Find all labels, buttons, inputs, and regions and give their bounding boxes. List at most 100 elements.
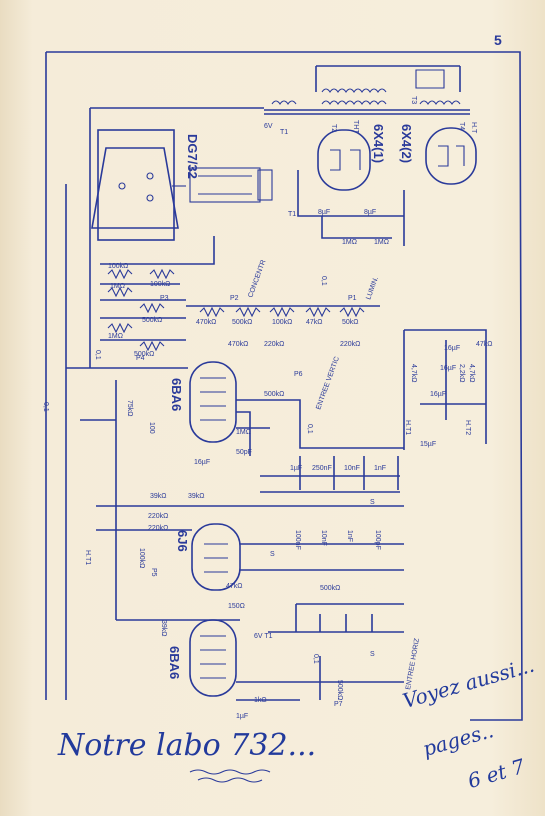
label-1m-d: 1MΩ bbox=[374, 239, 389, 246]
label-ht1: H.T1 bbox=[404, 420, 411, 435]
label-220k-d: 220kΩ bbox=[148, 525, 168, 532]
label-39k-a: 39kΩ bbox=[150, 493, 167, 500]
label-c01-c: 0,1 bbox=[42, 402, 49, 412]
rectifier-1-label: 6X4(1) bbox=[371, 124, 386, 163]
label-500k-a: 500kΩ bbox=[142, 317, 162, 324]
label-p1: P1 bbox=[348, 295, 357, 302]
label-100nf: 100nF bbox=[294, 530, 301, 550]
label-500k-d: 500kΩ bbox=[264, 391, 284, 398]
label-100k-b: 100kΩ bbox=[150, 281, 170, 288]
label-2k2: 2,2kΩ bbox=[458, 364, 465, 382]
bias-network bbox=[100, 236, 380, 341]
label-16uf-c: 16µF bbox=[440, 365, 456, 372]
label-50pf: 50pF bbox=[236, 449, 252, 456]
handwritten-caption: Notre labo 732... bbox=[58, 728, 317, 763]
label-t2: T2 bbox=[330, 124, 337, 132]
label-t1: T1 bbox=[280, 129, 288, 136]
label-entree-vertic: ENTREE VERTIC bbox=[315, 356, 341, 411]
label-1m-a: 1MΩ bbox=[110, 283, 125, 290]
resistor-chain-left bbox=[107, 268, 175, 352]
label-16uf: 16µF bbox=[194, 459, 210, 466]
label-16-d: 16µF bbox=[430, 391, 446, 398]
label-s-1: S bbox=[370, 499, 375, 506]
label-100k-d: 100kΩ bbox=[138, 548, 145, 568]
label-39k-b: 39kΩ bbox=[188, 493, 205, 500]
resistor-chain-center bbox=[199, 306, 365, 318]
horizontal-amp-tube bbox=[189, 619, 237, 697]
label-500k-e: 500kΩ bbox=[320, 585, 340, 592]
label-100k-c: 100kΩ bbox=[272, 319, 292, 326]
caption-underline bbox=[189, 769, 271, 775]
label-4k7-b: 4,7kΩ bbox=[468, 364, 475, 382]
label-47k-b: 47kΩ bbox=[226, 583, 243, 590]
label-c01-d: 0,1 bbox=[306, 424, 313, 434]
label-1uf-b: 1µF bbox=[236, 713, 248, 720]
label-10nf-a: 10nF bbox=[344, 465, 360, 472]
label-500k-c: 500kΩ bbox=[232, 319, 252, 326]
label-1m-b: 1MΩ bbox=[108, 333, 123, 340]
label-100: 100 bbox=[148, 422, 155, 434]
label-220k-a: 220kΩ bbox=[264, 341, 284, 348]
label-1m-e: 1MΩ bbox=[236, 429, 251, 436]
vertical-amp-label: 6BA6 bbox=[169, 378, 184, 411]
label-c01-b: 0,1 bbox=[94, 350, 101, 360]
page-number: 5 bbox=[494, 32, 502, 48]
label-8uf-b: 8µF bbox=[364, 209, 376, 216]
label-c01-a: 0,1 bbox=[320, 276, 327, 286]
horizontal-amp-wiring bbox=[236, 656, 404, 701]
label-220k-b: 220kΩ bbox=[340, 341, 360, 348]
label-p3: P3 bbox=[160, 295, 169, 302]
label-ht1-left: H.T1 bbox=[84, 550, 91, 565]
rectifier-2-label: 6X4(2) bbox=[399, 124, 414, 163]
left-rails bbox=[65, 184, 188, 700]
horizontal-amp-label: 6BA6 bbox=[167, 646, 182, 679]
label-150: 150Ω bbox=[228, 603, 245, 610]
label-c01-e: 0,1 bbox=[312, 654, 319, 664]
timebase-tube bbox=[191, 523, 241, 591]
timebase-wiring bbox=[96, 505, 404, 621]
label-16uf-b: 16µF bbox=[444, 345, 460, 352]
rectifier-tubes bbox=[317, 127, 477, 191]
label-6v-t1: 6V T1 bbox=[254, 633, 273, 640]
label-lumin: LUMIN. bbox=[365, 276, 380, 301]
label-p6: P6 bbox=[294, 371, 303, 378]
label-470k-a: 470kΩ bbox=[196, 319, 216, 326]
cap-switch-bank-1 bbox=[260, 456, 400, 493]
crt-label: DG7/32 bbox=[185, 134, 200, 179]
label-220k-c: 220kΩ bbox=[148, 513, 168, 520]
label-6v: 6V bbox=[264, 123, 273, 130]
label-1uf: 1µF bbox=[290, 465, 302, 472]
label-p7: P7 bbox=[334, 701, 343, 708]
label-p2: P2 bbox=[230, 295, 239, 302]
label-470k-b: 470kΩ bbox=[228, 341, 248, 348]
label-tht: THT bbox=[352, 120, 359, 134]
label-1k: 1kΩ bbox=[254, 697, 267, 704]
crt-tube bbox=[91, 129, 273, 241]
label-500k-b: 500kΩ bbox=[134, 351, 154, 358]
label-500k-f: 500kΩ bbox=[336, 680, 343, 700]
label-15uf: 15µF bbox=[420, 441, 436, 448]
label-47k-a: 47kΩ bbox=[306, 319, 323, 326]
cap-switch-bank-2 bbox=[268, 603, 404, 633]
vertical-amp-tube bbox=[189, 361, 237, 443]
label-100k-a: 100kΩ bbox=[108, 263, 128, 270]
label-50k: 50kΩ bbox=[342, 319, 359, 326]
vertical-amp-wiring bbox=[236, 399, 404, 456]
label-concentr: CONCENTR bbox=[247, 259, 267, 299]
label-ht2: H.T2 bbox=[464, 420, 471, 435]
label-1m-c: 1MΩ bbox=[342, 239, 357, 246]
ht-right-block bbox=[403, 329, 487, 450]
label-p4: P4 bbox=[136, 355, 145, 362]
label-s-3: S bbox=[370, 651, 375, 658]
label-t1-small: T1 bbox=[288, 211, 296, 218]
frame-border bbox=[46, 51, 523, 721]
label-1nf-a: 1nF bbox=[374, 465, 386, 472]
label-ht: H.T bbox=[470, 122, 477, 134]
label-1nf-b: 1nF bbox=[346, 530, 353, 542]
label-100pf: 100pF bbox=[374, 530, 381, 550]
label-p5: P5 bbox=[150, 568, 157, 577]
label-75k: 75kΩ bbox=[126, 400, 133, 417]
timebase-label: 6J6 bbox=[175, 530, 190, 552]
